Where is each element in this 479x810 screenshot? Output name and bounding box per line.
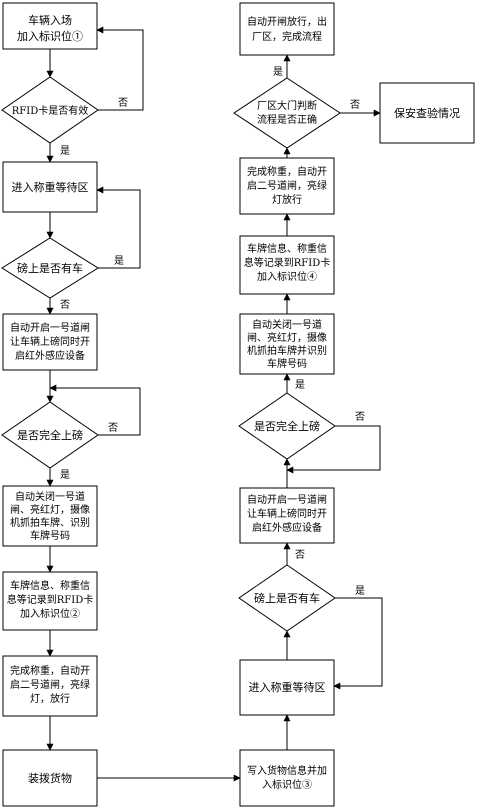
box-close-gate-1-2-text: 自动关闭一号道闸、亮红灯，摄像机抓拍车牌并识别车牌号码 (247, 318, 327, 370)
box-enter-weighing-wait-2 (239, 659, 335, 716)
label-rd2-no: 否 (355, 411, 365, 423)
box-enter-weighing-wait-2-text: 进入称重等待区 (249, 680, 326, 694)
box-security-check (379, 82, 475, 144)
box-write-goods-info (239, 749, 335, 807)
loop-d3-no (49, 384, 141, 436)
box-enter-weighing-wait-text: 进入称重等待区 (12, 180, 89, 194)
label-rd1-yes: 是 (355, 585, 365, 597)
box-security-check-text: 保安查验情况 (394, 106, 460, 120)
box-open-gate-1-text: 自动开启一号道闸让车辆上磅同时开启红外感应设备 (10, 321, 90, 362)
box-auto-release (239, 2, 335, 56)
label-rd2-yes: 是 (295, 379, 305, 391)
decision-rfid-valid-text: RFID卡是否有效 (12, 104, 88, 117)
box-record-rfid-2-text: 车牌信息、称重信息等记录到RFID卡加入标识位② (7, 579, 93, 620)
decision-fully-on-scale-2-text: 是否完全上磅 (254, 419, 320, 433)
box-weighing-done-text: 完成称重，自动开启二号道闸，亮绿灯，放行 (10, 664, 90, 705)
label-rd1-no: 否 (295, 549, 305, 561)
box-vehicle-entry-text: 车辆入场加入标识位① (17, 13, 83, 43)
box-write-goods-info-text: 写入货物信息并加入标识位③ (247, 764, 327, 791)
loop-d2-yes (96, 186, 141, 269)
label-d2-no: 否 (60, 299, 70, 311)
box-open-gate-1 (2, 313, 98, 371)
box-auto-release-text: 自动开闸放行，出厂区，完成流程 (247, 15, 327, 43)
label-rd3-yes: 是 (273, 66, 283, 78)
label-d1-no: 否 (118, 97, 128, 109)
label-d2-yes: 是 (114, 255, 124, 267)
decision-car-on-scale-2-text: 磅上是否有车 (254, 591, 320, 605)
box-record-rfid-4 (239, 235, 335, 295)
box-record-rfid-4-text: 车牌信息、称重信息等记录到RFID卡加入标识位④ (244, 242, 330, 283)
label-d3-no: 否 (108, 422, 118, 434)
loop-d1-no (96, 26, 144, 111)
label-rd3-no: 否 (350, 99, 360, 111)
label-d1-yes: 是 (60, 145, 70, 157)
label-d3-yes: 是 (60, 469, 70, 481)
decision-car-on-scale-text: 磅上是否有车 (17, 261, 83, 275)
box-open-gate-1-2 (239, 487, 335, 544)
box-open-gate-1-2-text: 自动开启一号道闸让车辆上磅同时开启红外感应设备 (247, 493, 327, 534)
decision-gate-check (233, 77, 341, 149)
box-weighing-done-2-text: 完成称重，自动开启二号道闸，亮绿灯放行 (247, 165, 327, 206)
box-weighing-done-2 (239, 157, 335, 215)
box-load-goods-text: 装拨货物 (28, 771, 72, 785)
box-record-rfid-2 (2, 571, 98, 631)
decision-gate-check-text: 厂区大门判断流程是否正确 (257, 99, 317, 126)
box-close-gate-1 (2, 485, 98, 547)
box-close-gate-1-text: 自动关闭一号道闸、亮红灯，摄像机抓拍车牌、识别车牌号码 (10, 490, 90, 542)
loop-rd1-yes (333, 597, 383, 690)
loop-rd2-no (286, 425, 381, 474)
decision-fully-on-scale-text: 是否完全上磅 (17, 428, 83, 442)
box-vehicle-entry (2, 2, 98, 50)
